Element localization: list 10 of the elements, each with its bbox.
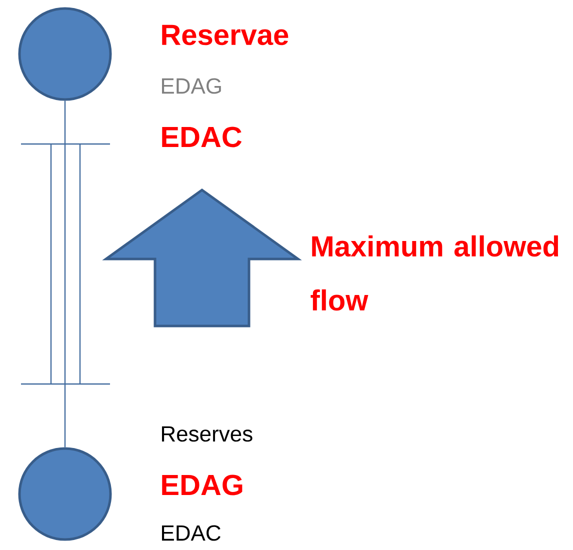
node-caption: EDAC: [162, 525, 220, 541]
connector-line: [64, 100, 66, 448]
node-caption: EDAG: [162, 474, 242, 496]
circle-node: [18, 7, 112, 101]
node-caption: Reservae: [162, 24, 288, 46]
node-caption: EDAC: [162, 126, 242, 148]
flow-label: Maximum allowed flow: [310, 235, 558, 311]
node-caption: EDAG: [162, 78, 221, 94]
circle-node: [18, 447, 112, 541]
node-caption: Reserves: [162, 426, 252, 442]
